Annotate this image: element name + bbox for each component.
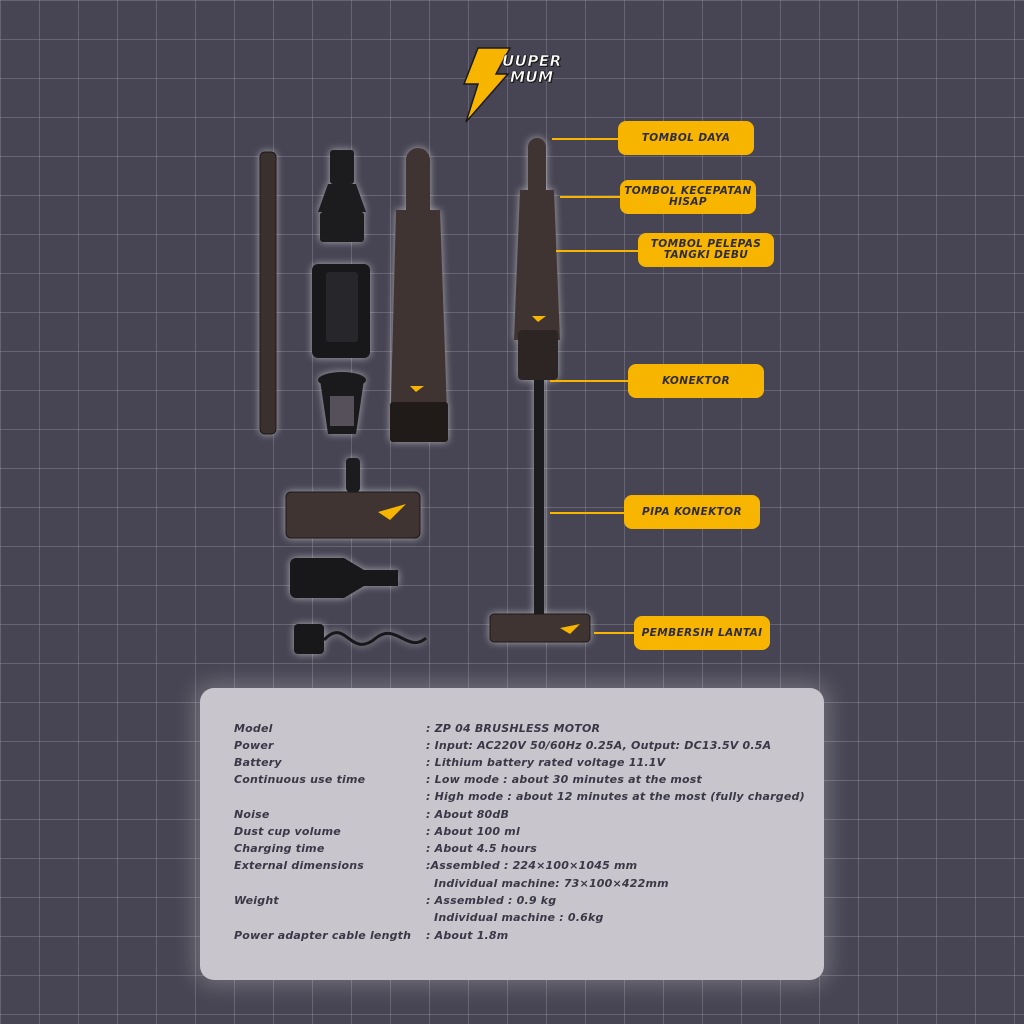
brand-logo: UUPER MUM	[448, 44, 578, 126]
spec-value: : About 1.8m	[426, 929, 509, 942]
spec-value: : Input: AC220V 50/60Hz 0.25A, Output: D…	[426, 739, 772, 752]
leader-konektor	[550, 380, 628, 382]
spec-label: Power	[234, 739, 274, 752]
brand-line1: UUPER	[502, 52, 562, 71]
spec-value: : ZP 04 BRUSHLESS MOTOR	[426, 722, 601, 735]
spec-label: Battery	[234, 756, 282, 769]
leader-tombol-pelepas	[556, 250, 638, 252]
spec-row-power-adapter-cable-length: Power adapter cable length : About 1.8m	[200, 929, 824, 946]
spec-label: Model	[234, 722, 273, 735]
spec-value: Individual machine : 0.6kg	[426, 911, 604, 924]
leader-pipa-konektor	[550, 512, 624, 514]
handheld-unit	[390, 148, 448, 442]
spec-row-charging-time: Charging time : About 4.5 hours	[200, 842, 824, 859]
spec-value: : About 80dB	[426, 808, 510, 821]
callout-tombol-pelepas-tangki-debu: TOMBOL PELEPAS TANGKI DEBU	[638, 233, 774, 267]
spec-row-external-dimensions: External dimensions :Assembled : 224×100…	[200, 859, 824, 876]
spec-row-dust-cup-volume: Dust cup volume : About 100 ml	[200, 825, 824, 842]
spec-row-weight: Weight : Assembled : 0.9 kg	[200, 894, 824, 911]
accessories-illustration	[259, 148, 448, 654]
spec-value: :Assembled : 224×100×1045 mm	[426, 859, 638, 872]
callout-konektor: KONEKTOR	[628, 364, 764, 398]
spec-label: Charging time	[234, 842, 325, 855]
spec-value: : Assembled : 0.9 kg	[426, 894, 557, 907]
extension-tube	[259, 151, 277, 435]
spec-value: Individual machine: 73×100×422mm	[426, 877, 669, 890]
dust-cup	[312, 264, 370, 358]
spec-row-continuous-use-time: Continuous use time : Low mode : about 3…	[200, 773, 824, 790]
spec-label: Continuous use time	[234, 773, 366, 786]
spec-value: : About 100 ml	[426, 825, 520, 838]
spec-panel: Model : ZP 04 BRUSHLESS MOTOR Power : In…	[200, 688, 824, 980]
spec-value: : Low mode : about 30 minutes at the mos…	[426, 773, 703, 786]
spec-label: Dust cup volume	[234, 825, 341, 838]
spec-label: Power adapter cable length	[234, 929, 412, 942]
lightning-bolt-icon	[462, 47, 512, 123]
spec-row-noise: Noise : About 80dB	[200, 808, 824, 825]
spec-value: : High mode : about 12 minutes at the mo…	[426, 790, 805, 803]
callout-tombol-daya: TOMBOL DAYA	[618, 121, 754, 155]
crevice-nozzle	[318, 150, 366, 242]
brand-line2: MUM	[510, 68, 554, 87]
leader-tombol-daya	[552, 138, 618, 140]
spec-row-model: Model : ZP 04 BRUSHLESS MOTOR	[200, 722, 824, 739]
spec-label: External dimensions	[234, 859, 365, 872]
filter	[318, 372, 366, 434]
leader-pembersih-lantai	[594, 632, 634, 634]
callout-pembersih-lantai: PEMBERSIH LANTAI	[634, 616, 770, 650]
callout-pipa-konektor: PIPA KONEKTOR	[624, 495, 760, 529]
charger	[294, 624, 427, 654]
floor-brush	[285, 458, 421, 539]
spec-value: : About 4.5 hours	[426, 842, 537, 855]
spec-row-battery: Battery : Lithium battery rated voltage …	[200, 756, 824, 773]
assembled-vacuum-illustration	[489, 138, 591, 643]
spec-label: Noise	[234, 808, 270, 821]
spec-value: : Lithium battery rated voltage 11.1V	[426, 756, 666, 769]
spec-row-power: Power : Input: AC220V 50/60Hz 0.25A, Out…	[200, 739, 824, 756]
spec-row-individual-dimensions: Individual machine: 73×100×422mm	[200, 877, 824, 894]
leader-tombol-kecepatan	[560, 196, 620, 198]
callout-tombol-kecepatan-hisap: TOMBOL KECEPATAN HISAP	[620, 180, 756, 214]
brush-nozzle	[290, 558, 398, 598]
spec-row-high-mode: : High mode : about 12 minutes at the mo…	[200, 790, 824, 807]
spec-row-individual-weight: Individual machine : 0.6kg	[200, 911, 824, 928]
spec-label: Weight	[234, 894, 279, 907]
